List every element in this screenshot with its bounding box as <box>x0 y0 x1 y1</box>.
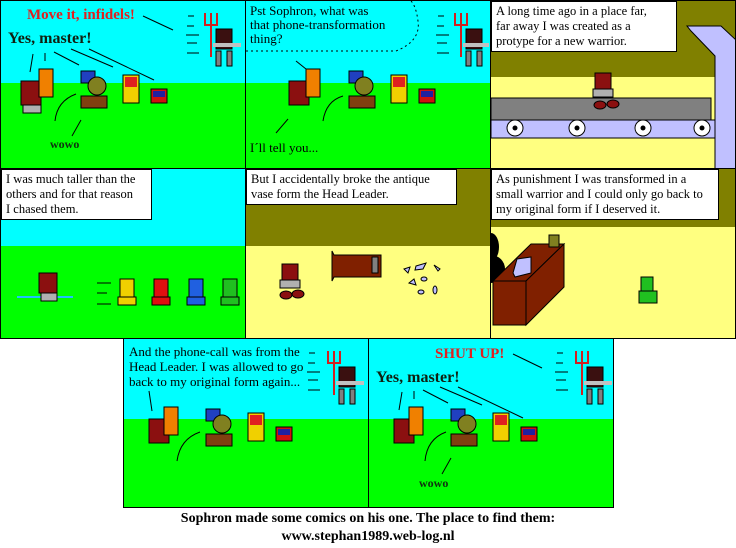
narration-caption: As punishment I was transformed in a sma… <box>491 169 719 220</box>
group-scene-illustration <box>393 351 612 475</box>
comic-panel-3: A long time ago in a place far, far away… <box>490 0 736 169</box>
sky <box>369 339 613 419</box>
group-scene-illustration <box>20 13 241 137</box>
narration-caption: A long time ago in a place far, far away… <box>491 1 677 52</box>
footer-credit: Sophron made some comics on his one. The… <box>0 510 736 546</box>
comic-panel-5: But I accidentally broke the antique vas… <box>245 168 491 339</box>
sky <box>246 1 490 83</box>
narration-caption: I was much taller than the others and fo… <box>1 169 152 220</box>
comic-panel-1: Move it, infidels! Yes, master! wowo <box>0 0 246 169</box>
sound-effect: wowo <box>419 476 449 490</box>
chase-scene-illustration <box>17 272 240 306</box>
footer-website: www.stephan1989.web-log.nl <box>281 529 455 544</box>
office-desk-illustration <box>491 233 658 327</box>
footer-line-1: Sophron made some comics on his one. The… <box>180 511 556 526</box>
narration-caption: But I accidentally broke the antique vas… <box>246 169 457 205</box>
comic-panel-8: SHUT UP! Yes, master! wowo <box>368 338 614 508</box>
factory-conveyor-illustration <box>491 25 735 168</box>
group-scene-illustration <box>246 1 489 134</box>
narration-text: And the phone-call was from the Head Lea… <box>129 344 304 389</box>
comic-panel-6: As punishment I was transformed in a sma… <box>490 168 736 339</box>
sound-effect: wowo <box>50 137 80 151</box>
group-scene-illustration <box>148 351 364 462</box>
group-reply: Yes, master! <box>376 369 460 386</box>
leader-shout: SHUT UP! <box>435 346 505 362</box>
speech-reply: I´ll tell you... <box>250 140 319 155</box>
comic-panel-7: And the phone-call was from the Head Lea… <box>123 338 369 508</box>
comic-panel-2: Pst Sophron, what was that phone-transfo… <box>245 0 491 169</box>
leader-shout: Move it, infidels! <box>27 7 135 23</box>
comic-panel-4: I was much taller than the others and fo… <box>0 168 246 339</box>
group-reply: Yes, master! <box>8 30 92 47</box>
broken-vase-illustration <box>279 250 441 300</box>
speech-bubble-question: Pst Sophron, what was that phone-transfo… <box>250 3 386 46</box>
